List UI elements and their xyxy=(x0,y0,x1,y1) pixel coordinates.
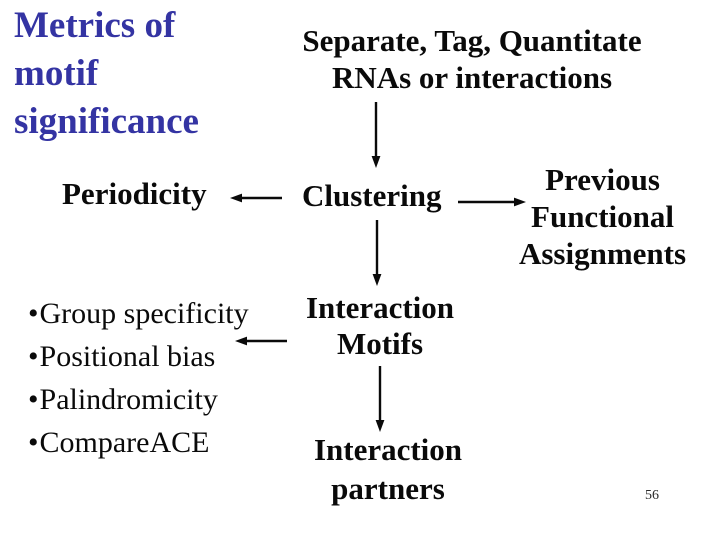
bullet-icon: • xyxy=(28,426,39,459)
node-line: Interaction xyxy=(313,432,463,467)
list-item: •CompareACE xyxy=(28,421,249,464)
node-interaction-partners: Interaction partners xyxy=(302,430,474,508)
node-interaction-motifs: Interaction Motifs xyxy=(294,290,466,362)
list-item: •Positional bias xyxy=(28,335,249,378)
list-item-label: Palindromicity xyxy=(39,383,218,416)
arrow-left-icon xyxy=(235,336,287,346)
node-separate-tag-quantitate: Separate, Tag, Quantitate RNAs or intera… xyxy=(282,22,662,96)
list-item-label: CompareACE xyxy=(39,426,210,459)
slide-title: Metrics of motif significance xyxy=(14,2,244,146)
node-clustering: Clustering xyxy=(302,178,442,213)
bullet-icon: • xyxy=(28,340,39,373)
node-previous-functional-assignments: Previous Functional Assignments xyxy=(510,161,695,272)
list-item: •Group specificity xyxy=(28,292,249,335)
node-line: Previous xyxy=(545,162,660,197)
metrics-list: •Group specificity •Positional bias •Pal… xyxy=(28,292,249,464)
bullet-icon: • xyxy=(28,297,39,330)
node-line: Interaction xyxy=(305,290,455,325)
slide-title-line: motif xyxy=(14,53,99,94)
arrow-down-icon xyxy=(372,220,382,286)
node-line: Motifs xyxy=(336,326,424,361)
arrow-down-icon xyxy=(371,102,381,168)
node-line: Assignments xyxy=(518,236,687,271)
node-line: Functional xyxy=(531,199,674,234)
arrow-down-icon xyxy=(375,366,385,432)
arrow-left-icon xyxy=(230,193,282,203)
slide-title-line: significance xyxy=(14,101,199,142)
node-line: Separate, Tag, Quantitate xyxy=(302,23,642,58)
node-line: partners xyxy=(331,471,445,506)
list-item-label: Group specificity xyxy=(39,297,249,330)
page-number: 56 xyxy=(645,488,659,503)
slide-title-line: Metrics of xyxy=(14,5,176,46)
node-line: RNAs or interactions xyxy=(331,60,613,95)
list-item-label: Positional bias xyxy=(39,340,216,373)
list-item: •Palindromicity xyxy=(28,378,249,421)
bullet-icon: • xyxy=(28,383,39,416)
node-periodicity: Periodicity xyxy=(62,176,207,211)
arrow-right-icon xyxy=(458,197,526,207)
